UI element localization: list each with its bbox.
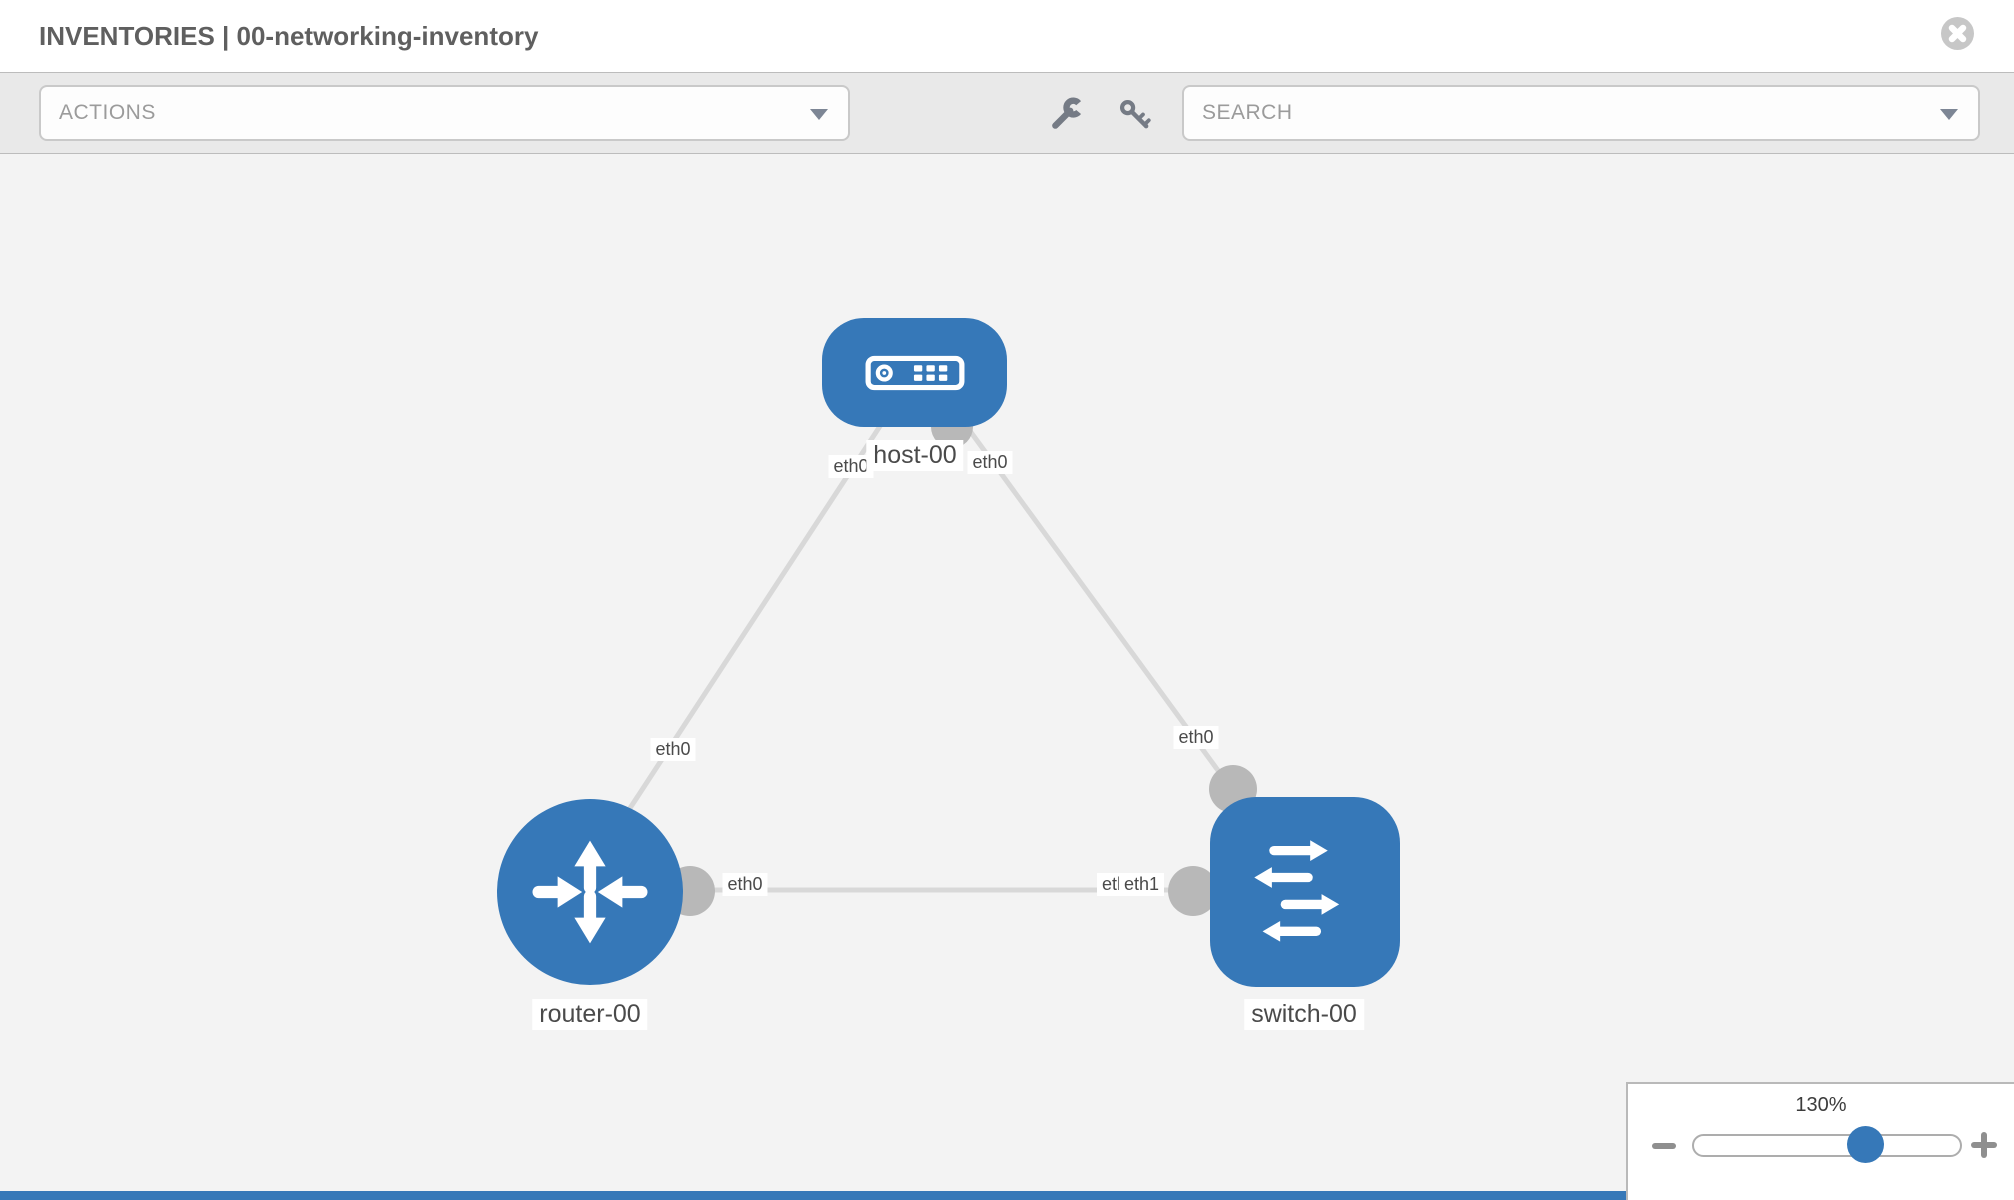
zoom-level: 130%	[1795, 1094, 1847, 1116]
search-dropdown[interactable]: SEARCH	[1182, 85, 1980, 141]
node-host[interactable]	[822, 318, 1007, 427]
page-title: INVENTORIES | 00-networking-inventory	[39, 21, 539, 51]
node-switch[interactable]	[1210, 797, 1400, 987]
interface-label: eth0	[722, 873, 768, 896]
interface-dot	[1168, 866, 1218, 916]
zoom-in-button[interactable]	[1967, 1128, 2001, 1162]
interface-label: eth0	[828, 455, 874, 478]
node-label: router-00	[532, 999, 648, 1030]
header: INVENTORIES | 00-networking-inventory	[0, 0, 2014, 72]
node-router[interactable]	[497, 799, 683, 985]
interface-label: eth0	[967, 451, 1013, 474]
link-host-router[interactable]	[597, 418, 887, 856]
zoom-slider-track[interactable]	[1692, 1134, 1962, 1157]
interface-label: eth1	[1119, 873, 1165, 896]
key-button[interactable]	[1117, 97, 1153, 133]
zoom-out-button[interactable]	[1647, 1128, 1681, 1162]
zoom-panel: 130%	[1626, 1082, 2014, 1200]
chevron-down-icon	[810, 109, 828, 120]
zoom-slider-thumb[interactable]	[1847, 1126, 1884, 1163]
actions-dropdown[interactable]: ACTIONS	[39, 85, 850, 141]
close-button[interactable]	[1941, 17, 1974, 50]
wrench-icon	[1049, 97, 1085, 133]
node-label: host-00	[866, 440, 964, 471]
topology-canvas[interactable]: host-00 router-00 switch-00 eth0 eth0 et…	[0, 154, 2014, 1200]
key-icon	[1117, 97, 1153, 133]
router-icon	[523, 825, 657, 959]
toolbar: ACTIONS SEARCH	[0, 72, 2014, 154]
chevron-down-icon	[1940, 109, 1958, 120]
host-icon	[865, 354, 965, 392]
bottom-accent-bar	[0, 1191, 1626, 1200]
node-label: switch-00	[1244, 999, 1364, 1030]
interface-label: eth0	[1173, 726, 1219, 749]
plus-icon	[1981, 1132, 1987, 1158]
actions-dropdown-label: ACTIONS	[59, 101, 156, 124]
interface-label: eth0	[650, 738, 696, 761]
minus-icon	[1652, 1143, 1676, 1149]
switch-icon	[1246, 840, 1364, 944]
wrench-button[interactable]	[1049, 97, 1085, 133]
close-icon	[1941, 17, 1974, 50]
search-dropdown-label: SEARCH	[1202, 101, 1293, 124]
